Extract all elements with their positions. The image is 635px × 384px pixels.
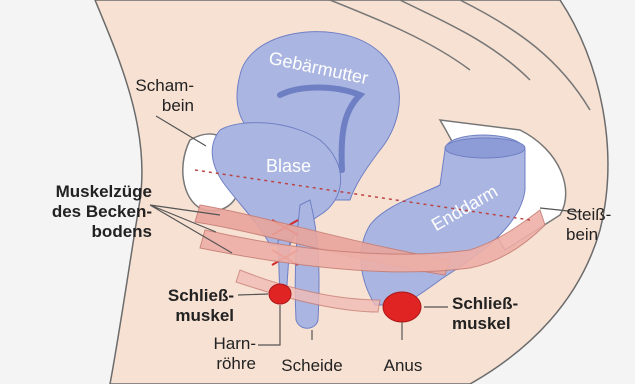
label-pelvic-floor: Muskelzüge des Becken- bodens (2, 182, 152, 242)
label-vagina: Scheide (277, 356, 347, 376)
label-tailbone: Steiß- bein (566, 205, 611, 245)
label-bladder: Blase (266, 156, 311, 176)
label-sphincter-left: Schließ- muskel (120, 286, 234, 326)
label-sphincter-right: Schließ- muskel (452, 294, 518, 334)
label-urethra: Harn- röhre (192, 334, 256, 374)
label-pubic-bone: Scham- bein (110, 76, 194, 116)
rectum-top (445, 138, 525, 158)
sphincter-anus (383, 292, 421, 322)
sphincter-urethra (269, 284, 291, 304)
label-anus: Anus (380, 356, 426, 376)
